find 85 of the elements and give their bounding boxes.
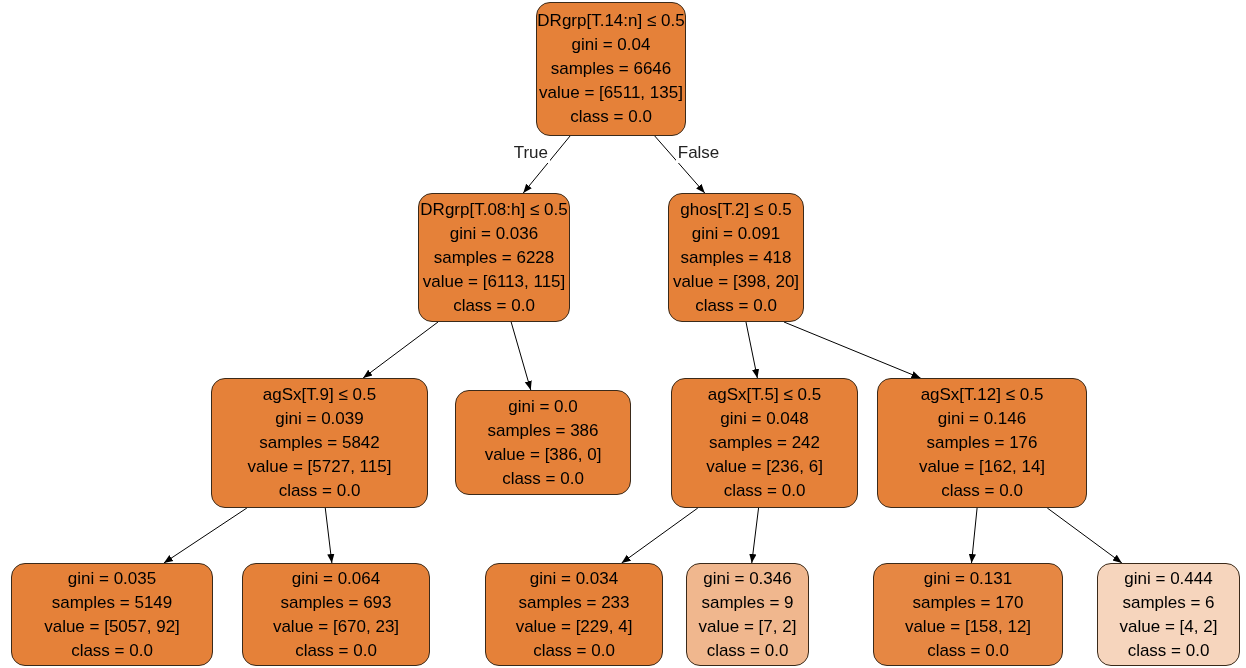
tree-node-box: [418, 193, 570, 322]
tree-node-box: [877, 378, 1087, 508]
tree-node-box: [1097, 563, 1240, 666]
node-text: value = [158, 12]: [904, 615, 1032, 638]
tree-node-box: [485, 563, 663, 666]
node-text: value = [6113, 115]: [422, 270, 566, 293]
node-text: value = [5727, 115]: [247, 456, 392, 478]
node-text: samples = 6228: [433, 246, 555, 269]
edge-label: False: [675, 143, 722, 164]
tree-node-box: [211, 378, 428, 508]
tree-node-box: [671, 378, 858, 508]
node-text: class = 0.0: [723, 480, 806, 502]
node-text: samples = 233: [518, 591, 630, 614]
node-text: gini = 0.04: [571, 34, 651, 56]
node-text: samples = 5842: [259, 432, 380, 454]
node-text: samples = 170: [912, 591, 1024, 614]
tree-node-box: [668, 193, 804, 322]
tree-node-box: [242, 563, 430, 666]
node-text: gini = 0.035: [67, 567, 157, 590]
node-text: gini = 0.048: [720, 408, 809, 430]
node-text: class = 0.0: [502, 467, 584, 490]
node-text: value = [386, 0]: [484, 443, 602, 466]
node-text: class = 0.0: [71, 639, 153, 662]
node-text: value = [398, 20]: [672, 270, 800, 293]
node-text: gini = 0.0: [508, 395, 578, 418]
node-text: samples = 6: [1122, 591, 1215, 614]
node-text: agSx[T.5] ≤ 0.5: [707, 384, 822, 406]
node-text: gini = 0.146: [937, 408, 1027, 430]
node-text: gini = 0.064: [291, 567, 381, 590]
node-text: gini = 0.034: [529, 567, 619, 590]
node-text: value = [7, 2]: [698, 615, 797, 638]
edge-label: True: [511, 143, 550, 164]
node-text: class = 0.0: [570, 106, 652, 128]
tree-node-box: [873, 563, 1063, 666]
arrow: [654, 135, 706, 194]
node-text: samples = 176: [926, 432, 1038, 454]
arrow: [324, 507, 335, 564]
node-text: gini = 0.444: [1124, 567, 1213, 590]
arrow: [968, 507, 978, 564]
arrow: [1046, 507, 1123, 564]
tree-node-box: [686, 563, 809, 666]
node-text: samples = 9: [701, 591, 794, 614]
node-text: samples = 386: [487, 419, 599, 442]
node-text: value = [162, 14]: [918, 456, 1046, 478]
node-text: class = 0.0: [1127, 639, 1210, 662]
arrow: [621, 507, 699, 564]
node-text: class = 0.0: [695, 294, 777, 317]
node-text: DRgrp[T.08:h] ≤ 0.5: [420, 198, 568, 221]
node-text: agSx[T.12] ≤ 0.5: [920, 384, 1044, 406]
node-text: gini = 0.131: [923, 567, 1013, 590]
node-text: class = 0.0: [533, 639, 615, 662]
node-text: ghos[T.2] ≤ 0.5: [680, 198, 792, 221]
arrow: [522, 135, 571, 194]
node-text: class = 0.0: [453, 294, 535, 317]
node-text: value = [4, 2]: [1119, 615, 1218, 638]
node-text: gini = 0.039: [275, 408, 364, 430]
arrow: [362, 321, 439, 379]
node-text: samples = 418: [680, 246, 792, 269]
node-text: samples = 6646: [550, 58, 672, 80]
node-text: value = [670, 23]: [272, 615, 400, 638]
node-text: class = 0.0: [706, 639, 789, 662]
node-text: value = [5057, 92]: [44, 615, 180, 638]
node-text: gini = 0.091: [691, 222, 781, 245]
arrow: [745, 321, 760, 379]
tree-node-box: [11, 563, 213, 666]
node-text: class = 0.0: [295, 639, 377, 662]
node-text: DRgrp[T.14:n] ≤ 0.5: [537, 10, 685, 32]
arrow: [163, 507, 248, 564]
node-text: gini = 0.036: [449, 222, 539, 245]
node-text: class = 0.0: [941, 480, 1023, 502]
node-text: value = [229, 4]: [515, 615, 633, 638]
node-text: value = [6511, 135]: [539, 82, 683, 104]
arrow: [749, 507, 760, 564]
node-text: samples = 5149: [51, 591, 173, 614]
node-text: gini = 0.346: [703, 567, 792, 590]
node-text: class = 0.0: [278, 480, 361, 502]
arrow: [783, 321, 921, 379]
node-text: samples = 242: [708, 432, 820, 454]
arrow: [510, 321, 532, 391]
tree-node-box: [536, 2, 686, 136]
tree-node-box: [455, 390, 631, 495]
node-text: agSx[T.9] ≤ 0.5: [262, 384, 377, 406]
node-text: samples = 693: [280, 591, 392, 614]
node-text: value = [236, 6]: [706, 456, 823, 478]
node-text: class = 0.0: [927, 639, 1009, 662]
